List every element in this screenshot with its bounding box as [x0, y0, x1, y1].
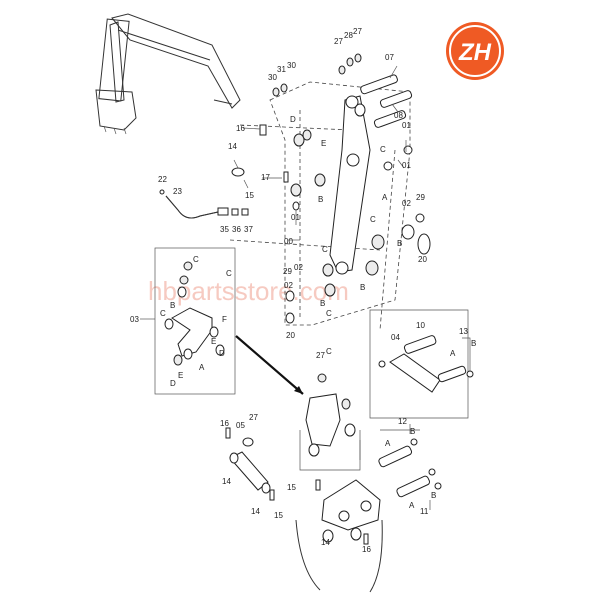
- callout-B: B: [471, 339, 476, 348]
- callout-02: 02: [294, 263, 303, 272]
- arm-lever-part: [329, 95, 371, 275]
- callout-27: 27: [249, 413, 258, 422]
- callout-00: 00: [284, 237, 293, 246]
- bucket-bracket-part: [295, 429, 442, 593]
- callout-B: B: [360, 283, 365, 292]
- callout-E: E: [321, 139, 326, 148]
- callout-20: 20: [418, 255, 427, 264]
- callout-B: B: [410, 427, 415, 436]
- callout-31: 31: [277, 65, 286, 74]
- callout-A: A: [382, 193, 388, 202]
- callout-11: 11: [420, 507, 429, 516]
- callout-01: 01: [402, 121, 411, 130]
- callout-35: 35: [220, 225, 229, 234]
- callout-B: B: [320, 299, 325, 308]
- callout-D: D: [219, 349, 225, 358]
- callout-A: A: [409, 501, 415, 510]
- callout-16: 16: [236, 124, 245, 133]
- excavator-thumbnail: [95, 13, 241, 135]
- callout-B: B: [170, 301, 175, 310]
- callout-02: 02: [284, 281, 293, 290]
- callout-36: 36: [232, 225, 241, 234]
- callout-30: 30: [268, 73, 277, 82]
- detail-box-link: [369, 309, 474, 419]
- callout-15: 15: [245, 191, 254, 200]
- callout-02: 02: [402, 199, 411, 208]
- callout-leaders: [233, 65, 471, 510]
- callout-16: 16: [220, 419, 229, 428]
- callout-05: 05: [236, 421, 245, 430]
- callout-03: 03: [130, 315, 139, 324]
- callout-10: 10: [416, 321, 425, 330]
- side-link-part: [225, 427, 275, 501]
- callout-C: C: [326, 347, 332, 356]
- callout-15: 15: [274, 511, 283, 520]
- callout-22: 22: [158, 175, 167, 184]
- callout-E: E: [178, 371, 183, 380]
- callout-C: C: [370, 215, 376, 224]
- callout-14: 14: [228, 142, 237, 151]
- callout-C: C: [226, 269, 232, 278]
- callout-A: A: [385, 439, 391, 448]
- callout-14: 14: [321, 538, 330, 547]
- callout-B: B: [431, 491, 436, 500]
- callout-A: A: [199, 363, 205, 372]
- callout-C: C: [326, 309, 332, 318]
- callout-30: 30: [287, 61, 296, 70]
- callout-C: C: [380, 145, 386, 154]
- callout-labels: 27 28 27 30 31 30 07 08 16 14 D E C 01 0…: [130, 27, 476, 554]
- pins-and-bushings: [231, 53, 431, 324]
- callout-15: 15: [287, 483, 296, 492]
- callout-C: C: [193, 255, 199, 264]
- callout-23: 23: [173, 187, 182, 196]
- callout-04: 04: [391, 333, 400, 342]
- callout-27: 27: [316, 351, 325, 360]
- brand-logo: ZH: [446, 22, 504, 80]
- callout-D: D: [290, 115, 296, 124]
- callout-37: 37: [244, 225, 253, 234]
- callout-A: A: [450, 349, 456, 358]
- callout-28: 28: [344, 31, 353, 40]
- callout-14: 14: [222, 477, 231, 486]
- callout-E: E: [211, 337, 216, 346]
- callout-17: 17: [261, 173, 270, 182]
- lower-link-assembly: [299, 373, 361, 471]
- callout-D: D: [170, 379, 176, 388]
- callout-14: 14: [251, 507, 260, 516]
- callout-01: 01: [402, 161, 411, 170]
- callout-16: 16: [362, 545, 371, 554]
- detail-box-03: [140, 247, 236, 395]
- leader-arrow: [235, 335, 304, 395]
- callout-12: 12: [398, 417, 407, 426]
- callout-08: 08: [394, 111, 403, 120]
- brand-logo-text: ZH: [458, 39, 492, 66]
- callout-29: 29: [416, 193, 425, 202]
- callout-F: F: [222, 315, 227, 324]
- callout-27: 27: [353, 27, 362, 36]
- grease-hose-part: [159, 189, 249, 219]
- callout-20: 20: [286, 331, 295, 340]
- callout-01: 01: [291, 213, 300, 222]
- callout-C: C: [322, 245, 328, 254]
- callout-13: 13: [459, 327, 468, 336]
- callout-07: 07: [385, 53, 394, 62]
- callout-C: C: [160, 309, 166, 318]
- callout-B: B: [397, 239, 402, 248]
- callout-29: 29: [283, 267, 292, 276]
- callout-27: 27: [334, 37, 343, 46]
- callout-B: B: [318, 195, 323, 204]
